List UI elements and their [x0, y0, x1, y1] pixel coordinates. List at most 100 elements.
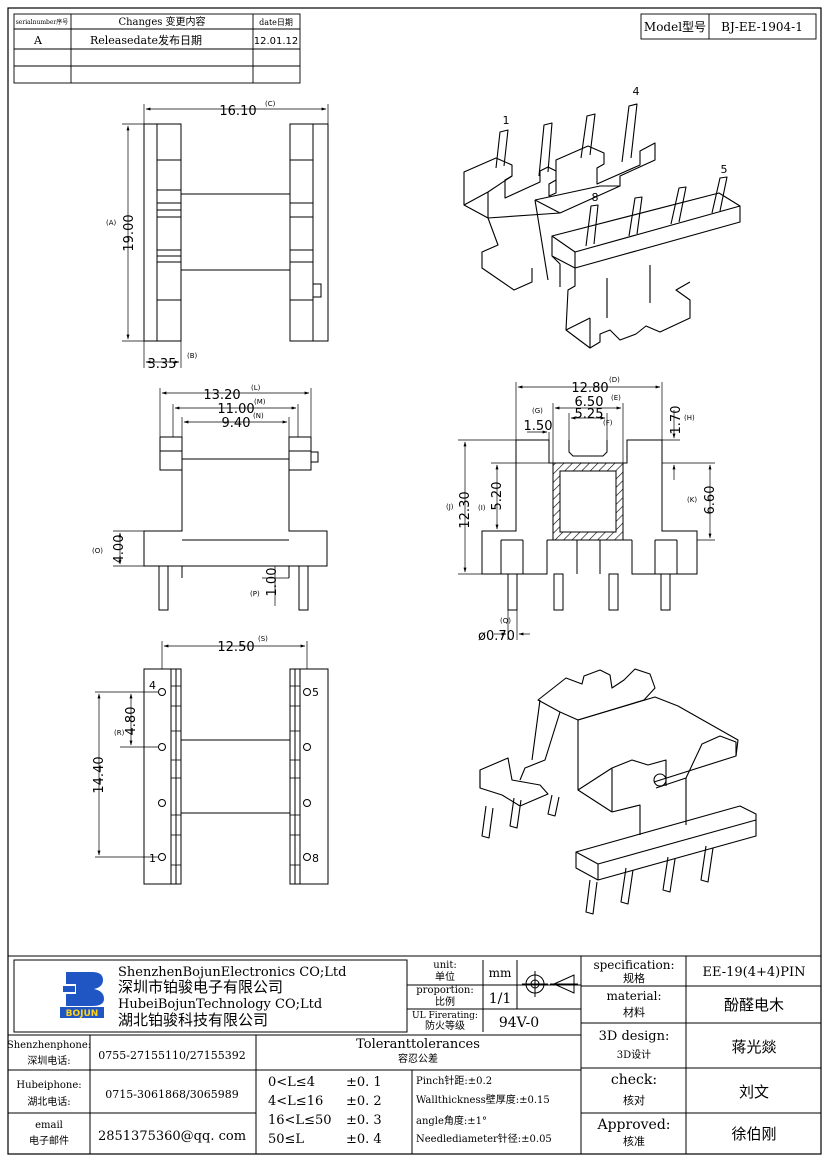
dim-tag-q: (Q) [500, 617, 511, 625]
spec-value: EE-19(4+4)PIN [703, 965, 806, 980]
tolerance-note-needle: Needlediameter针径:±0.05 [416, 1132, 552, 1145]
check-label: check: [611, 1072, 657, 1088]
check-label-cn: 核对 [623, 1093, 645, 1107]
dim-tag-f: (F) [603, 419, 613, 427]
contact-shenzhen-value: 0755-27155110/27155392 [98, 1049, 245, 1062]
dim-tag-o: (O) [92, 547, 103, 555]
company-logo-text: BOJUN [66, 1009, 99, 1019]
rev-row-date: 12.01.12 [254, 36, 299, 47]
proportion-label: proportion: [416, 985, 473, 996]
dim-tag-c: (C) [265, 100, 276, 108]
contact-hubei-label: Hubeiphone: [16, 1080, 81, 1091]
tolerance-note-angle: angle角度:±1° [416, 1114, 487, 1127]
material-label: material: [606, 989, 661, 1003]
contact-email-value: 2851375360@qq. com [98, 1129, 246, 1144]
design-label-cn: 3D设计 [617, 1048, 651, 1061]
dim-tag-h: (H) [684, 414, 695, 422]
model-box [640, 13, 817, 40]
tolerance-value-1: ±0. 1 [346, 1075, 382, 1090]
pin-label-b8: 8 [312, 852, 319, 865]
rev-row-change: Releasedate发布日期 [90, 33, 202, 47]
dim-tag-l: (L) [251, 384, 261, 392]
dim-tag-i: (I) [478, 504, 486, 512]
isometric-view-bottom [479, 668, 757, 915]
company-line-2: 深圳市铂骏电子有限公司 [118, 978, 283, 996]
unit-label-cn: 单位 [435, 970, 455, 983]
tolerance-title-cn: 容忍公差 [398, 1052, 438, 1065]
contact-shenzhen-label: Shenzhenphone: [7, 1040, 91, 1051]
tolerance-range-2: 4<L≤16 [268, 1094, 323, 1109]
pin-label-iso5: 5 [721, 163, 728, 176]
dim-tag-k: (K) [687, 496, 697, 504]
dim-tag-r: (R) [114, 729, 125, 737]
dim-side-e: 6.50 [575, 395, 604, 410]
bottom-view [95, 641, 329, 885]
tolerance-note-wall: Wallthickness壁厚度:±0.15 [416, 1093, 550, 1106]
dim-flange: 3.35 [148, 357, 177, 372]
check-value: 刘文 [739, 1083, 769, 1101]
dim-tag-n: (N) [253, 412, 264, 420]
rev-header-serial: serialnumber序号 [16, 18, 69, 26]
contact-hubei-label-cn: 湖北电话: [27, 1095, 70, 1108]
rev-row-serial: A [33, 34, 43, 47]
rev-header-changes: Changes 变更内容 [118, 15, 205, 28]
tolerance-range-3: 16<L≤50 [268, 1113, 332, 1128]
pin-label-iso1: 1 [503, 114, 510, 127]
front-view [113, 388, 328, 611]
dim-top-width: 16.10 [219, 104, 256, 119]
title-block [8, 955, 821, 1154]
isometric-view-top [463, 103, 741, 349]
tolerance-range-4: 50≤L [268, 1132, 304, 1147]
dim-tag-m: (M) [254, 398, 266, 406]
projection-symbol-icon [522, 971, 578, 997]
dim-front-m: 11.00 [217, 402, 254, 417]
tolerance-value-2: ±0. 2 [346, 1094, 382, 1109]
dim-side-i: 5.20 [490, 482, 505, 511]
dim-front-p: 1.00 [265, 568, 280, 597]
revision-table [13, 13, 301, 84]
dim-side-j: 12.30 [458, 491, 473, 528]
proportion-label-cn: 比例 [435, 995, 455, 1008]
pin-label-b5: 5 [312, 686, 319, 699]
contact-email-label: email [35, 1120, 63, 1131]
top-view [122, 104, 329, 368]
approved-value: 徐伯刚 [731, 1125, 776, 1143]
company-line-1: ShenzhenBojunElectronics CO;Ltd [118, 965, 346, 980]
dim-front-o: 4.00 [112, 535, 127, 564]
tolerance-value-3: ±0. 3 [346, 1113, 382, 1128]
dim-side-k: 6.60 [703, 486, 718, 515]
proportion-value: 1/1 [489, 991, 512, 1007]
dim-tag-s: (S) [258, 635, 268, 643]
contact-email-label-cn: 电子邮件 [29, 1134, 69, 1147]
rev-header-date: date日期 [259, 18, 293, 27]
sheet-border [7, 7, 822, 1155]
dim-bottom-r: 4.80 [124, 707, 139, 736]
dim-tag-p: (P) [250, 590, 260, 598]
dim-bottom-s: 12.50 [217, 640, 254, 655]
design-label: 3D design: [599, 1029, 670, 1044]
dim-side-d: 12.80 [571, 381, 608, 396]
dim-front-n: 9.40 [222, 416, 251, 431]
contact-hubei-value: 0715-3061868/3065989 [105, 1088, 238, 1101]
dim-front-l: 13.20 [203, 388, 240, 403]
dim-side-h: 1.70 [669, 406, 684, 435]
tolerance-title: Toleranttolerances [356, 1037, 480, 1052]
material-value: 酚醛电木 [724, 996, 784, 1014]
tolerance-value-4: ±0. 4 [346, 1132, 382, 1147]
pin-label-iso4: 4 [633, 85, 640, 98]
dim-side-q: ø0.70 [478, 629, 515, 644]
dim-tag-e: (E) [611, 394, 621, 402]
model-value: BJ-EE-1904-1 [721, 20, 803, 34]
unit-label: unit: [433, 960, 456, 971]
pin-label-b1: 1 [149, 852, 156, 865]
dim-tag-g: (G) [532, 407, 543, 415]
spec-label-cn: 规格 [623, 971, 645, 985]
company-line-3: HubeiBojunTechnology CO;Ltd [118, 997, 322, 1012]
company-logo [60, 972, 104, 1018]
pin-label-iso8: 8 [592, 191, 599, 204]
unit-value: mm [489, 966, 512, 980]
dim-side-g: 1.50 [524, 419, 553, 434]
ul-label-cn: 防火等级 [425, 1019, 465, 1032]
model-label: Model型号 [644, 20, 706, 34]
